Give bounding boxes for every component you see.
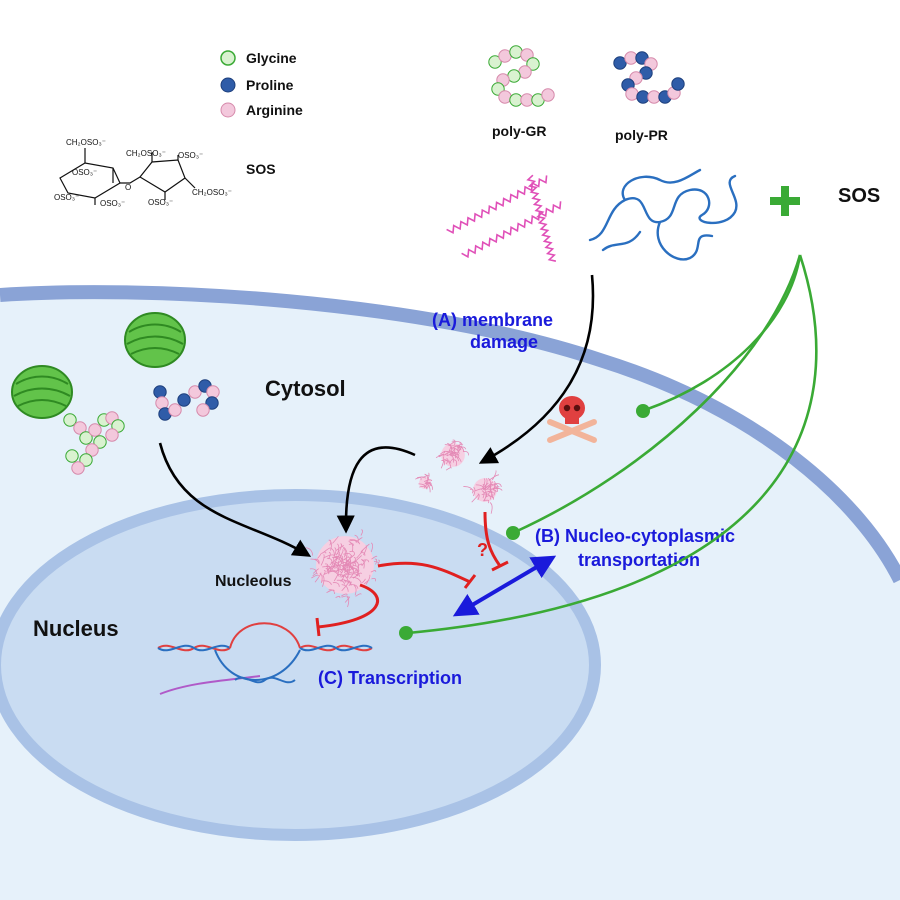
chem-label-f2: OSO₃⁻ — [178, 151, 203, 160]
fibril-strand — [461, 201, 562, 259]
sos-structure-labels: CH₂OSO₃⁻ OSO₃⁻ OSO₃⁻ OSO₃⁻ CH₂OSO₃⁻ OSO₃… — [54, 138, 232, 208]
arginine-bead — [155, 396, 169, 410]
arginine-bead — [85, 443, 99, 457]
transport-label-1: (B) Nucleo-cytoplasmic — [535, 526, 735, 546]
sos-structure — [59, 148, 196, 205]
gfp-pr-chain — [153, 379, 220, 421]
sos-endpoint-transcription — [399, 626, 413, 640]
chem-label-bridge: O — [125, 183, 131, 192]
sos-endpoint-transport — [506, 526, 520, 540]
transport-label-2: transportation — [578, 550, 700, 570]
chem-label-f1: CH₂OSO₃⁻ — [126, 149, 166, 158]
arrow-membrane-to-aggregates — [478, 274, 595, 464]
gfp-protein-icon — [11, 365, 73, 419]
chem-label-g1: CH₂OSO₃⁻ — [66, 138, 106, 147]
glycine-bead — [79, 431, 93, 445]
cytosol-aggregate — [435, 439, 469, 471]
chem-label-g2: OSO₃⁻ — [72, 168, 97, 177]
skull-crossbones-icon — [547, 396, 597, 443]
cytosol-aggregate — [463, 470, 503, 514]
legend-proline-label: Proline — [246, 77, 294, 93]
membrane-damage-label-2: damage — [470, 332, 538, 352]
sos-endpoint-membrane — [636, 404, 650, 418]
gfp-protein-icon — [124, 312, 186, 368]
proline-bead — [153, 385, 167, 399]
poly-gr-chain — [488, 45, 555, 107]
glycine-bead — [488, 55, 502, 69]
arginine-bead — [73, 421, 87, 435]
proline-bead — [671, 77, 685, 91]
black-arrows — [158, 274, 595, 557]
arginine-bead — [88, 423, 102, 437]
poly-gr-wavy-fibrils — [446, 174, 562, 262]
arrow-aggregates-to-nucleolus — [336, 446, 416, 534]
glycine-bead — [65, 449, 79, 463]
legend-proline-swatch — [220, 77, 236, 93]
arginine-bead — [71, 461, 85, 475]
legend-glycine-label: Glycine — [246, 50, 297, 66]
poly-pr-chain — [613, 51, 685, 104]
legend-glycine-swatch — [220, 50, 236, 66]
arginine-bead — [168, 403, 182, 417]
sos-inhibition-lines — [407, 254, 818, 635]
chem-label-g3: OSO₃⁻ — [54, 193, 79, 202]
nucleolus-aggregate — [305, 529, 380, 608]
arginine-bead — [541, 88, 555, 102]
sos-to-transcription — [407, 254, 818, 635]
aggregates — [305, 439, 503, 608]
sos-to-membrane — [644, 254, 802, 412]
chem-label-f3: OSO₃⁻ — [148, 198, 173, 207]
poly-gr-label: poly-GR — [492, 123, 546, 139]
glycine-bead — [93, 435, 107, 449]
arginine-bead — [498, 90, 512, 104]
sos-structure-label: SOS — [246, 161, 276, 177]
glycine-bead — [526, 57, 540, 71]
proline-bead — [205, 396, 219, 410]
sos-to-transport — [514, 254, 802, 534]
poly-pr-tangle — [588, 168, 738, 261]
dipeptide-bead-chains — [63, 45, 685, 475]
membrane-damage-label-1: (A) membrane — [432, 310, 553, 330]
proline-bead — [613, 56, 627, 70]
transcription-label: (C) Transcription — [318, 668, 462, 688]
poly-pr-label: poly-PR — [615, 127, 668, 143]
chem-label-g4: OSO₃⁻ — [100, 199, 125, 208]
fibril-strand — [526, 174, 557, 262]
arginine-bead — [105, 428, 119, 442]
inhibition-nucleolus-to-transcription — [317, 583, 379, 629]
nucleus-shape — [0, 489, 601, 841]
transport-double-arrow — [452, 555, 557, 617]
plus-icon — [770, 186, 800, 216]
arginine-bead — [206, 385, 220, 399]
sos-label: SOS — [838, 185, 880, 207]
nucleolus-label: Nucleolus — [215, 573, 292, 590]
question-mark: ? — [477, 540, 488, 560]
nucleus-label: Nucleus — [33, 616, 119, 641]
arginine-bead — [188, 385, 202, 399]
arginine-bead — [196, 403, 210, 417]
dna-icon — [157, 622, 373, 695]
fibril-strand — [446, 175, 548, 234]
legend-arginine-label: Arginine — [246, 102, 303, 118]
legend-arginine-swatch — [220, 102, 236, 118]
glycine-bead — [79, 453, 93, 467]
arginine-bead — [625, 87, 639, 101]
arrow-chains-to-nucleolus — [158, 442, 312, 557]
proline-bead — [177, 393, 191, 407]
cytosol-aggregate — [415, 472, 433, 493]
cytosol-label: Cytosol — [265, 376, 346, 401]
glycine-bead — [63, 413, 77, 427]
chem-label-f4: CH₂OSO₃⁻ — [192, 188, 232, 197]
glycine-bead — [509, 45, 523, 59]
cell-membrane — [0, 285, 900, 584]
legend: Glycine Proline Arginine — [220, 50, 303, 118]
gfp-gr-chain — [63, 411, 125, 475]
